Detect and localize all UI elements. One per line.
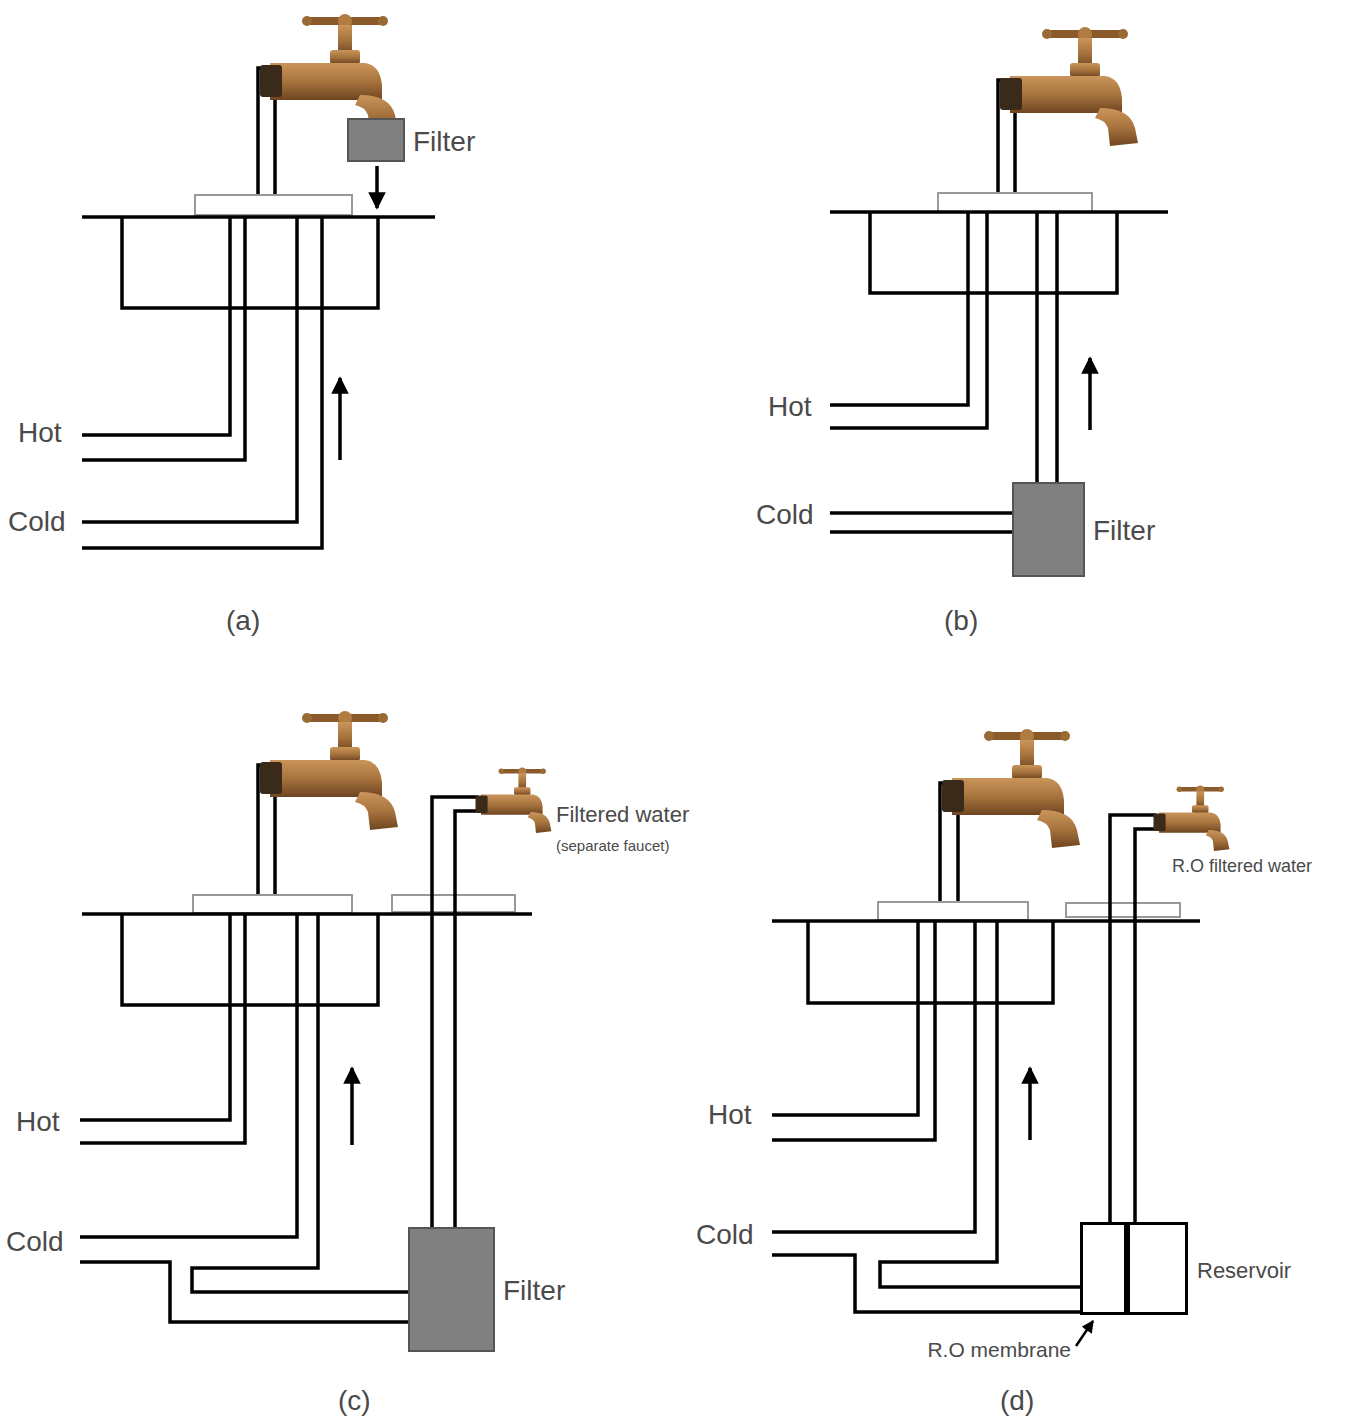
panel-a xyxy=(82,68,435,548)
faucet-label: Filtered water xyxy=(556,803,689,827)
node-label: Reservoir xyxy=(1197,1259,1291,1283)
filtered-faucet xyxy=(476,767,552,832)
pipe-label: Hot xyxy=(708,1100,752,1131)
node-label: R.O membrane xyxy=(927,1338,1071,1361)
filter-cartridge: Filter xyxy=(1012,482,1085,577)
faucet-label: R.O filtered water xyxy=(1172,857,1312,877)
faucet-note: (separate faucet) xyxy=(556,838,669,855)
ro-faucet xyxy=(1154,785,1230,850)
faucet xyxy=(260,14,398,133)
pipe-label: Hot xyxy=(768,392,812,423)
node-label: Filter xyxy=(503,1276,565,1307)
node-label: Filter xyxy=(413,127,475,158)
faucet xyxy=(260,711,398,830)
faucet xyxy=(942,729,1080,848)
node-label: Filter xyxy=(1093,516,1155,547)
panel-letter: (d) xyxy=(1000,1386,1034,1417)
faucet xyxy=(1000,27,1138,146)
filter-cartridge: Filter xyxy=(408,1227,495,1352)
ro-membrane: R.O membrane xyxy=(1080,1222,1127,1315)
panel-b xyxy=(830,80,1168,532)
panel-d xyxy=(772,783,1200,1346)
pipe-label: Cold xyxy=(696,1220,754,1251)
filter-cartridge: Filter xyxy=(347,118,405,162)
pipe-label: Hot xyxy=(16,1107,60,1138)
panel-letter: (b) xyxy=(944,606,978,637)
panel-letter: (c) xyxy=(338,1386,371,1417)
pipe-label: Cold xyxy=(8,507,66,538)
reservoir-tank: Reservoir xyxy=(1127,1222,1188,1315)
pipe-label: Cold xyxy=(6,1227,64,1258)
pipe-label: Hot xyxy=(18,418,62,449)
pipe-label: Cold xyxy=(756,500,814,531)
panel-letter: (a) xyxy=(226,606,260,637)
